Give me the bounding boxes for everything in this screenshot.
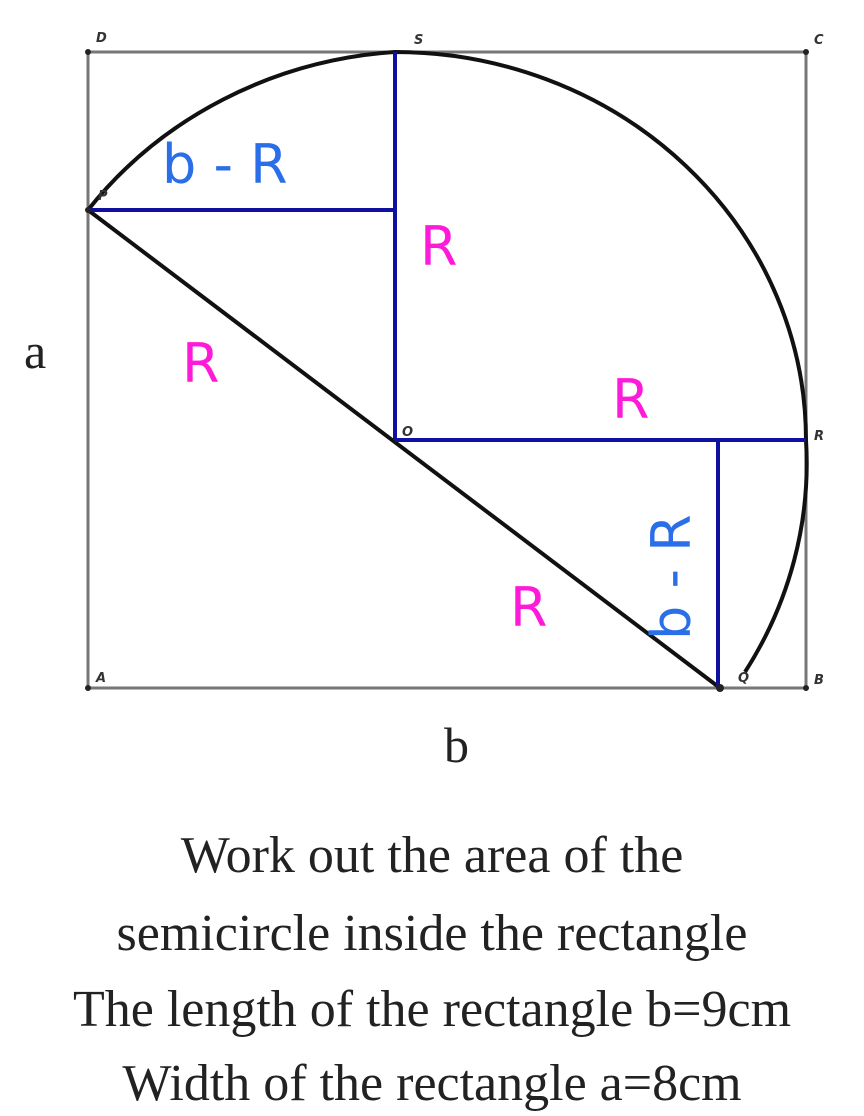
annotation-b-minus-r-vertical: b - R [640, 514, 703, 640]
side-a-label: a [24, 323, 47, 379]
diameter-pq [86, 208, 722, 690]
point-b-label: B [814, 673, 824, 688]
annotation-r-diag-lower: R [510, 576, 548, 639]
point-r-label: R [814, 429, 824, 444]
point-s-label: S [414, 33, 423, 48]
point-a-label: A [95, 671, 106, 686]
point-o-label: O [402, 425, 413, 440]
caption-line-3: The length of the rectangle b=9cm [72, 981, 792, 1038]
point-d-label: D [96, 31, 107, 46]
semicircle-arc [86, 49, 809, 674]
side-b-label: b [444, 717, 469, 773]
annotation-b-minus-r-top: b - R [162, 133, 288, 196]
rectangle [86, 50, 808, 690]
point-q-label: Q [738, 671, 749, 686]
caption-line-2: semicircle inside the rectangle [116, 905, 748, 962]
caption-line-1: Work out the area of the [180, 827, 684, 884]
point-c-label: C [814, 33, 824, 48]
point-p-label: P [98, 189, 108, 204]
annotation-r-horizontal: R [612, 368, 650, 431]
annotation-r-vertical: R [420, 215, 458, 278]
caption-line-4: Width of the rectangle a=8cm [122, 1055, 742, 1112]
annotation-r-diag-upper: R [182, 332, 220, 395]
